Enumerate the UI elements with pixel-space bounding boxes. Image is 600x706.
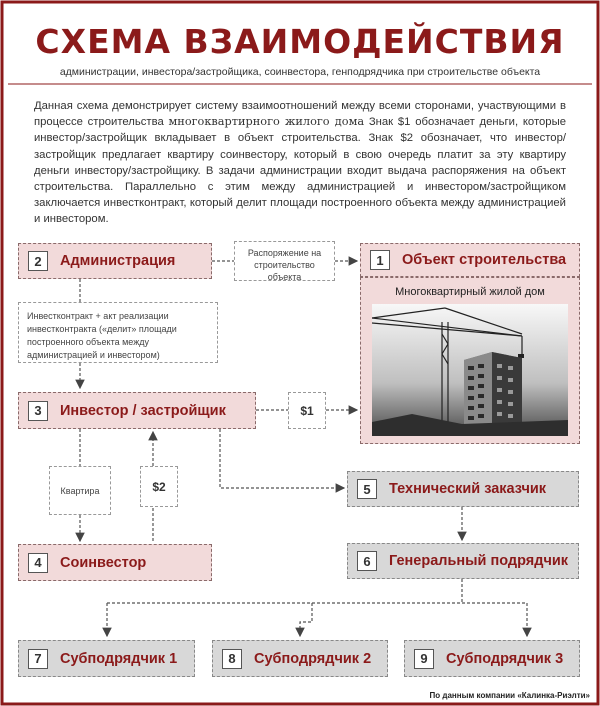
building-photo-panel: Многоквартирный жилой дом xyxy=(360,277,580,444)
node-number: 7 xyxy=(28,649,48,669)
node-number: 4 xyxy=(28,553,48,573)
money2-text: $2 xyxy=(152,480,165,494)
node-label: Соинвестор xyxy=(60,555,146,571)
node-label: Субподрядчик 2 xyxy=(254,651,371,667)
node-number: 6 xyxy=(357,551,377,571)
node-number: 8 xyxy=(222,649,242,669)
node-technical-customer: 5 Технический заказчик xyxy=(347,471,579,507)
node-construction-object: 1 Объект строительства xyxy=(360,243,580,277)
node-subcontractor-2: 8 Субподрядчик 2 xyxy=(212,640,388,677)
node-label: Администрация xyxy=(60,253,175,269)
contract-note: Инвестконтракт + акт реализации инвестко… xyxy=(18,302,218,363)
money1-text: $1 xyxy=(300,404,313,418)
node-general-contractor: 6 Генеральный подрядчик xyxy=(347,543,579,579)
node-number: 5 xyxy=(357,479,377,499)
node-label: Технический заказчик xyxy=(389,481,546,497)
node-label: Субподрядчик 1 xyxy=(60,651,177,667)
contract-note-text: Инвестконтракт + акт реализации инвестко… xyxy=(27,311,177,360)
node-label: Инвестор / застройщик xyxy=(60,403,226,419)
node-number: 3 xyxy=(28,401,48,421)
building-illustration xyxy=(372,304,568,436)
source-credit: По данным компании «Калинка-Риэлти» xyxy=(430,691,590,700)
order-note: Распоряжение на строительство объекта xyxy=(234,241,335,281)
money2-badge: $2 xyxy=(140,466,178,507)
node-label: Генеральный подрядчик xyxy=(389,553,568,569)
node-administration: 2 Администрация xyxy=(18,243,212,279)
order-note-text: Распоряжение на строительство объекта xyxy=(248,248,321,282)
node-subcontractor-1: 7 Субподрядчик 1 xyxy=(18,640,195,677)
node-number: 1 xyxy=(370,250,390,270)
node-coinvestor: 4 Соинвестор xyxy=(18,544,212,581)
money1-badge: $1 xyxy=(288,392,326,429)
photo-caption: Многоквартирный жилой дом xyxy=(361,286,579,298)
node-number: 2 xyxy=(28,251,48,271)
building-photo xyxy=(372,304,568,436)
node-label: Субподрядчик 3 xyxy=(446,651,563,667)
apartment-note: Квартира xyxy=(49,466,111,515)
node-subcontractor-3: 9 Субподрядчик 3 xyxy=(404,640,580,677)
apartment-note-text: Квартира xyxy=(61,486,100,496)
node-label: Объект строительства xyxy=(402,252,566,268)
node-number: 9 xyxy=(414,649,434,669)
node-investor: 3 Инвестор / застройщик xyxy=(18,392,256,429)
